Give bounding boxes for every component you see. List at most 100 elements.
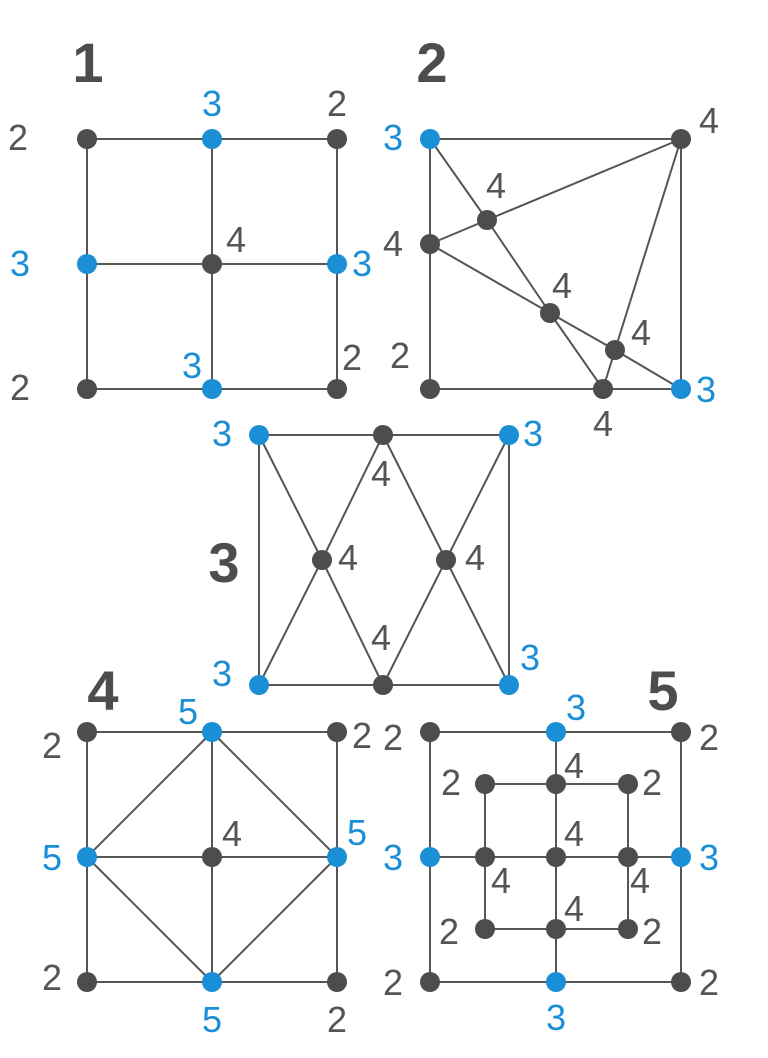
graph-edge [321, 559, 384, 686]
graph-edge [445, 434, 510, 561]
graph-edge [86, 856, 213, 983]
vertex-degree-label: 2 [390, 335, 410, 376]
vertex-degree-label: 2 [383, 962, 403, 1003]
vertex-degree-label: 2 [699, 962, 719, 1003]
vertex-degree-label: 3 [696, 369, 716, 410]
odd-degree-vertex [77, 847, 97, 867]
odd-degree-vertex [671, 847, 691, 867]
vertex-degree-label: 3 [566, 687, 586, 728]
vertex-degree-label: 4 [371, 617, 391, 658]
odd-degree-vertex [77, 254, 97, 274]
even-degree-vertex [420, 722, 440, 742]
vertex-degree-label: 3 [546, 997, 566, 1038]
vertex-degree-label: 5 [202, 999, 222, 1040]
even-degree-vertex [605, 340, 625, 360]
vertex-degree-label: 2 [642, 762, 662, 803]
graph-edge [86, 731, 213, 858]
graph-edge [321, 434, 384, 561]
odd-degree-vertex [420, 129, 440, 149]
vertex-degree-label: 2 [342, 337, 362, 378]
even-degree-vertex [618, 774, 638, 794]
graph-edge [429, 138, 488, 221]
graph-edge [614, 138, 682, 351]
odd-degree-vertex [202, 972, 222, 992]
even-degree-vertex [546, 774, 566, 794]
vertex-degree-label: 2 [439, 911, 459, 952]
even-degree-vertex [327, 129, 347, 149]
odd-degree-vertex [249, 675, 269, 695]
vertex-degree-label: 4 [491, 860, 511, 901]
vertex-degree-label: 4 [222, 813, 242, 854]
even-degree-vertex [327, 722, 347, 742]
even-degree-vertex [618, 847, 638, 867]
even-degree-vertex [475, 847, 495, 867]
graph-edge [258, 559, 323, 686]
vertex-degree-label: 5 [42, 837, 62, 878]
even-degree-vertex [475, 774, 495, 794]
even-degree-vertex [420, 379, 440, 399]
odd-degree-vertex [546, 972, 566, 992]
even-degree-vertex [373, 425, 393, 445]
graph-edge [258, 434, 323, 561]
even-degree-vertex [202, 847, 222, 867]
vertex-degree-label: 3 [383, 837, 403, 878]
graph-edge [211, 731, 338, 858]
vertex-degree-label: 4 [486, 165, 506, 206]
graph-edge [382, 559, 447, 686]
even-degree-vertex [420, 972, 440, 992]
vertex-degree-label: 2 [8, 117, 28, 158]
vertex-degree-label: 4 [564, 745, 584, 786]
even-degree-vertex [420, 234, 440, 254]
graph-edge [429, 243, 551, 314]
even-degree-vertex [327, 379, 347, 399]
vertex-degree-label: 5 [347, 812, 367, 853]
odd-degree-vertex [202, 722, 222, 742]
vertex-degree-label: 4 [631, 312, 651, 353]
vertex-degree-label: 3 [212, 653, 232, 694]
even-degree-vertex [546, 847, 566, 867]
odd-degree-vertex [671, 379, 691, 399]
graph-edge [486, 219, 551, 314]
odd-degree-vertex [327, 254, 347, 274]
vertex-degree-label: 4 [593, 403, 613, 444]
even-degree-vertex [77, 722, 97, 742]
vertex-degree-label: 4 [564, 813, 584, 854]
vertex-degree-label: 4 [699, 100, 719, 141]
graph-number-label: 4 [87, 659, 118, 722]
vertex-degree-label: 4 [226, 219, 246, 260]
vertex-degree-label: 2 [327, 999, 347, 1040]
vertex-degree-label: 2 [352, 715, 372, 756]
vertex-degree-label: 5 [178, 691, 198, 732]
odd-degree-vertex [420, 847, 440, 867]
even-degree-vertex [77, 129, 97, 149]
even-degree-vertex [540, 303, 560, 323]
even-degree-vertex [373, 675, 393, 695]
vertex-degree-label: 2 [42, 725, 62, 766]
graph-number-label: 1 [72, 31, 103, 94]
graph-edge [429, 219, 488, 245]
graph-number-label: 3 [208, 531, 239, 594]
vertex-degree-label: 2 [327, 83, 347, 124]
even-degree-vertex [312, 550, 332, 570]
even-degree-vertex [618, 919, 638, 939]
odd-degree-vertex [327, 847, 347, 867]
even-degree-vertex [77, 379, 97, 399]
vertex-degree-label: 3 [182, 345, 202, 386]
vertex-degree-label: 2 [441, 762, 461, 803]
graph-edge [549, 312, 616, 351]
vertex-degree-label: 3 [520, 637, 540, 678]
vertex-degree-label: 3 [352, 243, 372, 284]
vertex-degree-label: 4 [552, 265, 572, 306]
vertex-degree-label: 3 [699, 837, 719, 878]
vertex-degree-label: 2 [10, 367, 30, 408]
even-degree-vertex [327, 972, 347, 992]
vertex-degree-label: 3 [212, 413, 232, 454]
even-degree-vertex [77, 972, 97, 992]
even-degree-vertex [671, 129, 691, 149]
even-degree-vertex [475, 919, 495, 939]
odd-degree-vertex [546, 722, 566, 742]
